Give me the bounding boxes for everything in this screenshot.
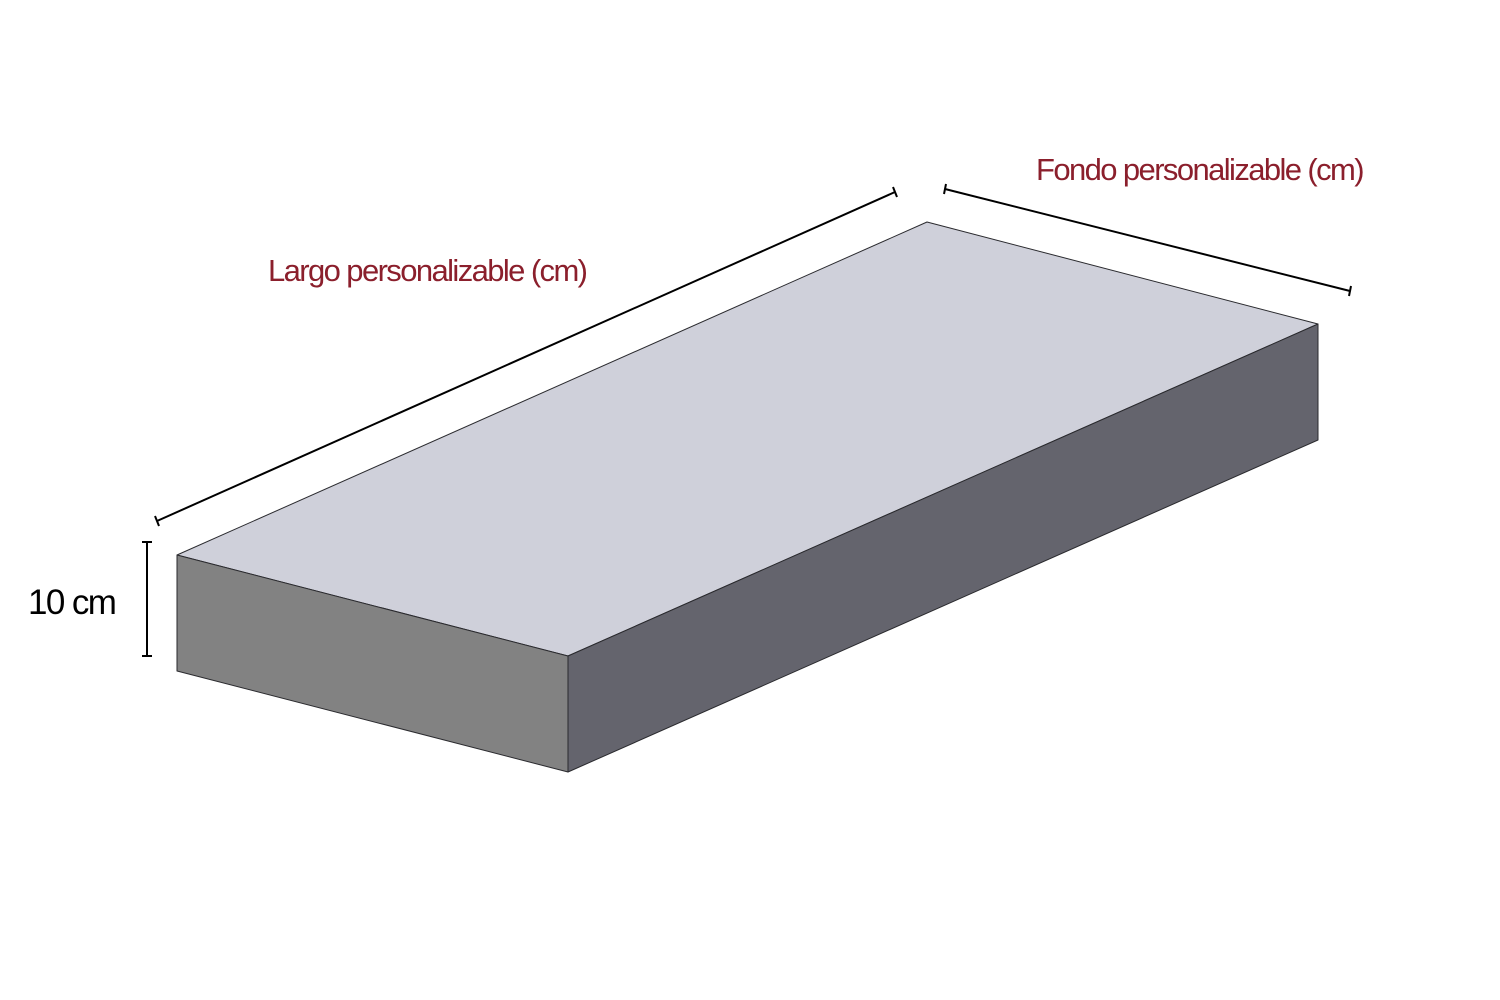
length-dimension-line: [154, 186, 898, 527]
depth-label: Fondo personalizable (cm): [1036, 152, 1363, 187]
depth-dimension-line: [943, 183, 1352, 297]
height-label: 10 cm: [28, 583, 115, 622]
height-dimension-line: [142, 541, 152, 657]
slab-right-face: [567, 323, 1319, 773]
length-label: Largo personalizable (cm): [268, 253, 587, 288]
